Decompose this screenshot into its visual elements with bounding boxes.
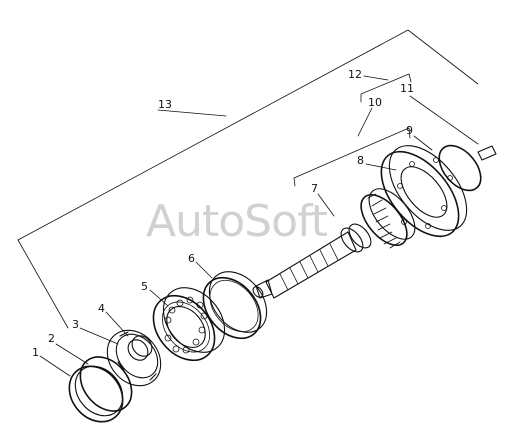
part-2-snap-ring [79, 356, 133, 412]
callout-7: 7 [311, 182, 318, 195]
callout-12: 12 [348, 68, 362, 81]
bracket-12 [360, 73, 412, 103]
callout-2: 2 [48, 332, 55, 345]
part-11-pin [477, 145, 497, 161]
watermark-text: AutoSoft [146, 196, 328, 247]
gear-teeth [367, 193, 401, 249]
part-4-bushing [127, 335, 153, 361]
callout-labels: 1 2 3 4 5 6 7 8 9 10 11 12 13 [32, 68, 414, 359]
callout-10: 10 [368, 96, 382, 109]
part-8-flange [380, 145, 468, 238]
callout-9: 9 [406, 124, 413, 137]
callout-11: 11 [400, 82, 414, 95]
assembly-bracket-13 [17, 29, 479, 329]
callout-1: 1 [32, 346, 39, 359]
callout-8: 8 [357, 154, 364, 167]
callout-5: 5 [141, 280, 148, 293]
callout-13: 13 [158, 98, 172, 111]
part-5-ball-bearing [152, 287, 226, 362]
bracket-10 [293, 107, 411, 187]
callout-3: 3 [72, 318, 79, 331]
callout-4: 4 [98, 302, 105, 315]
bearing-balls [164, 296, 208, 354]
callout-6: 6 [188, 252, 195, 265]
part-9-ring [438, 144, 482, 192]
